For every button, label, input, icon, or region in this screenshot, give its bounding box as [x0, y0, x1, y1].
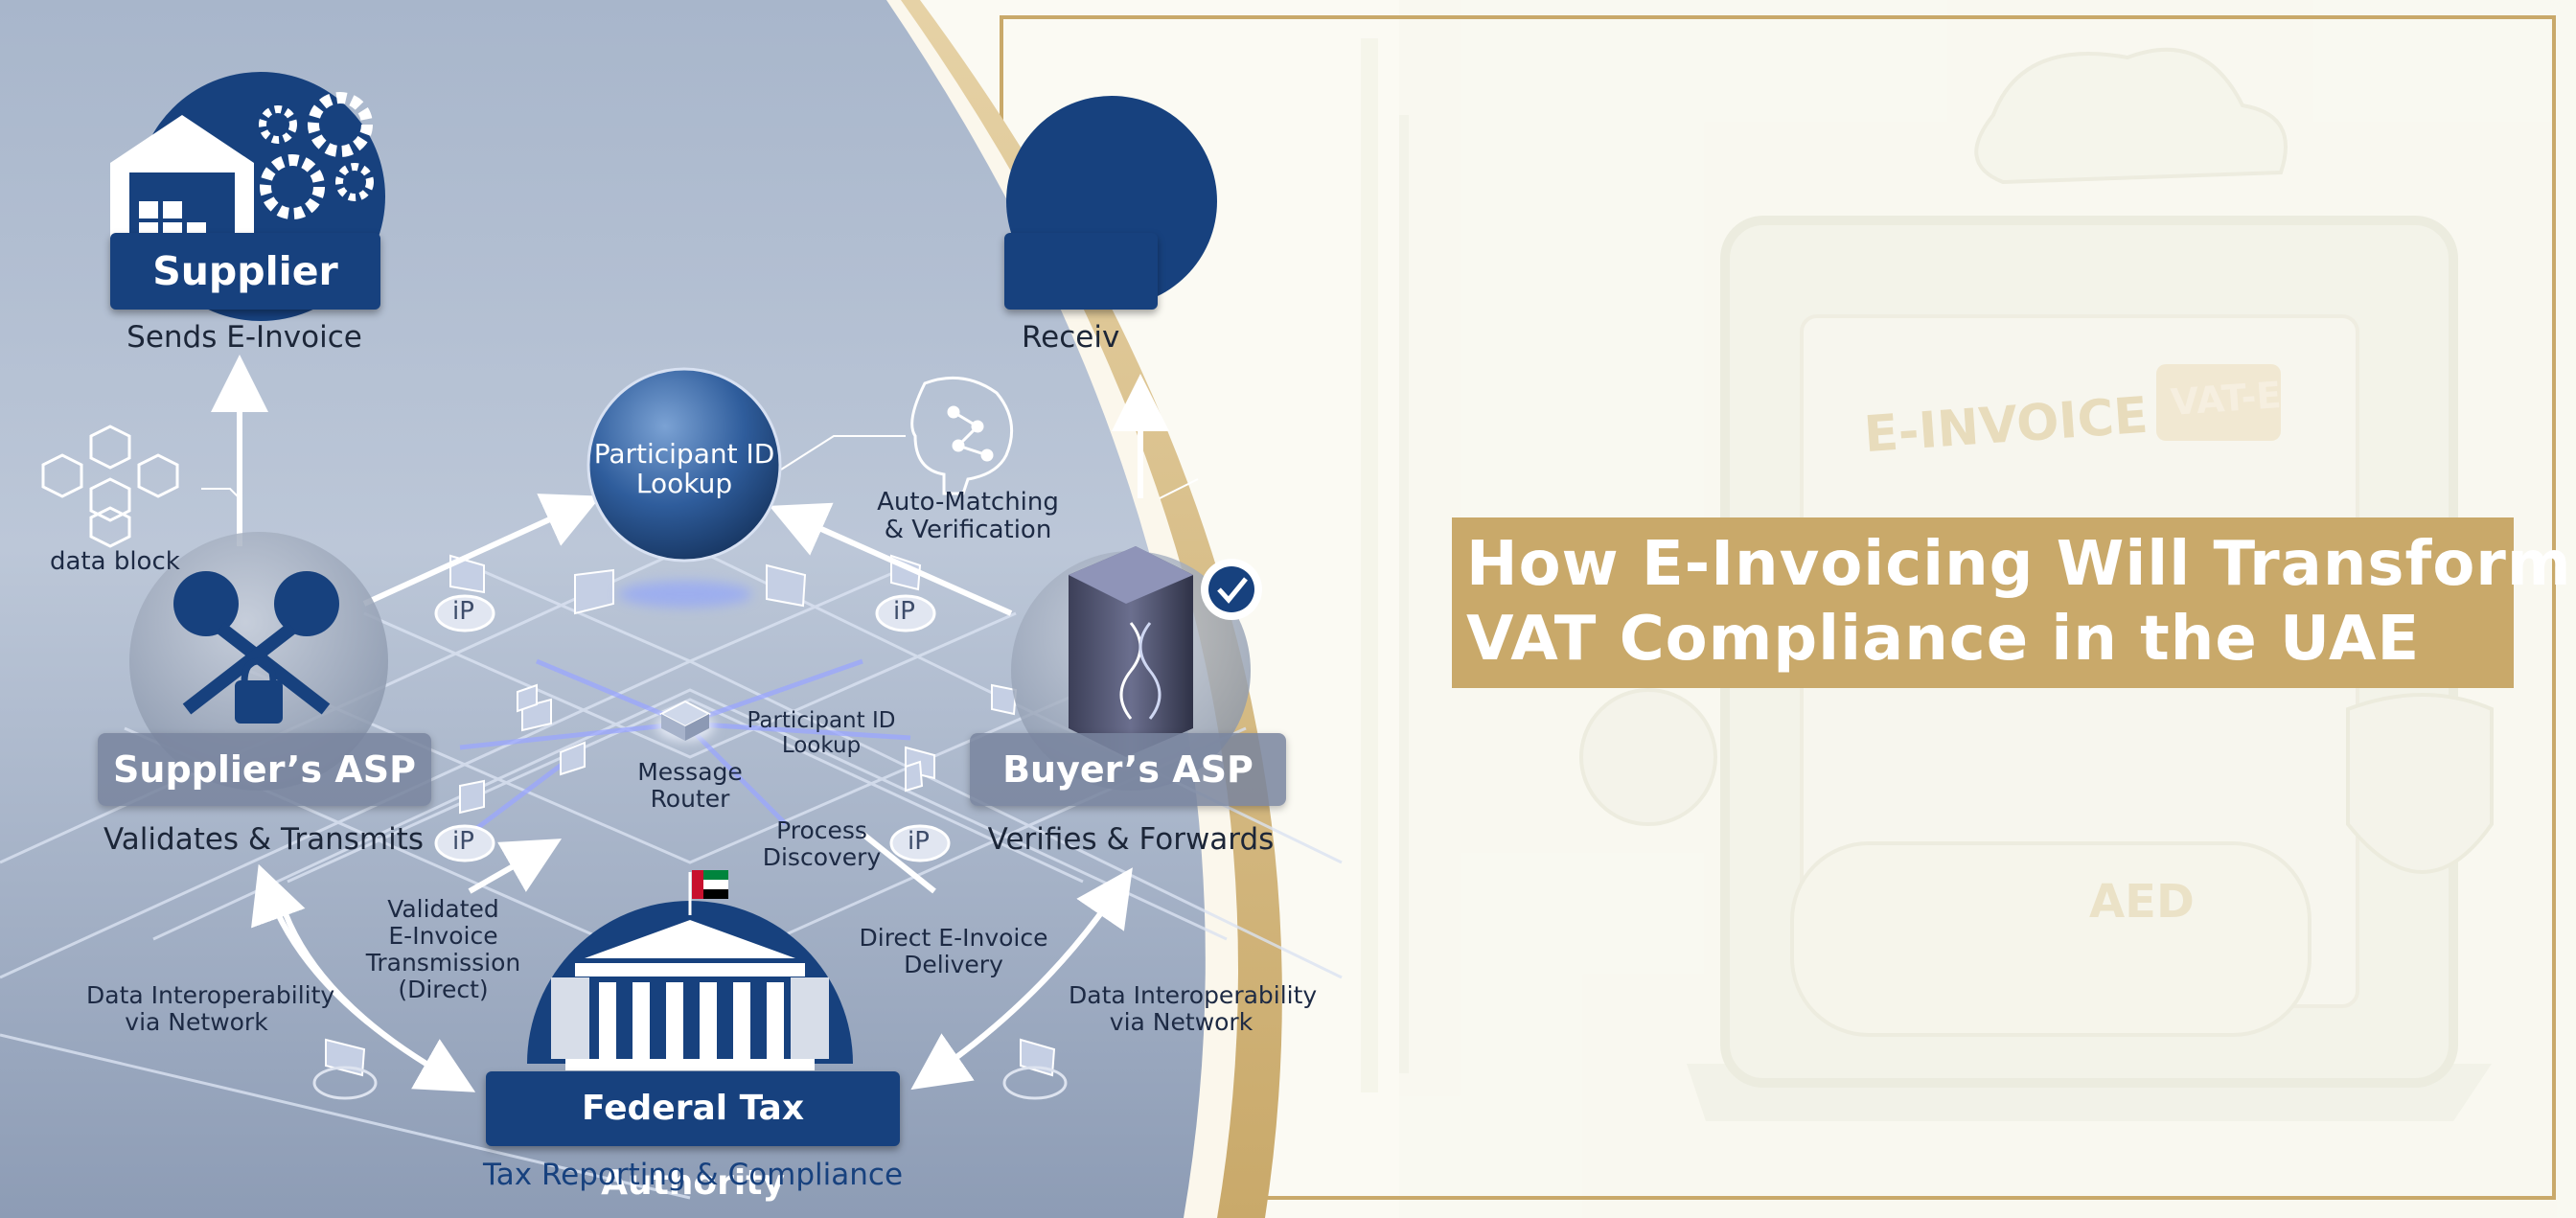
message-router-line2: Router	[650, 785, 730, 813]
direct-delivery-line2: Delivery	[904, 951, 1003, 978]
title-line-2: VAT Compliance in the UAE	[1466, 604, 2421, 675]
validated-line4: (Direct)	[398, 976, 489, 1003]
interop-right-line1: Data Interoperability	[1069, 981, 1318, 1009]
process-discovery-line2: Discovery	[762, 843, 882, 871]
buyer-caption: Receiv	[1022, 320, 1120, 355]
participant-lookup-small-line1: Participant ID	[747, 708, 896, 733]
ip-node	[434, 824, 495, 862]
message-router-line1: Message	[637, 758, 743, 786]
validated-line3: Transmission	[365, 949, 521, 977]
participant-lookup-label: Participant ID Lookup	[588, 439, 780, 499]
buyer-asp-icon	[1011, 546, 1262, 791]
ip-node	[875, 594, 936, 632]
auto-matching-line1: Auto-Matching	[877, 488, 1059, 517]
participant-lookup-line1: Participant ID	[593, 438, 775, 470]
participant-lookup-small-label: Participant ID Lookup	[740, 708, 903, 759]
data-block-label: data block	[50, 547, 180, 576]
participant-lookup-small-line2: Lookup	[781, 732, 862, 758]
process-discovery-label: Process Discovery	[757, 817, 886, 871]
interop-left-line2: via Network	[125, 1008, 268, 1036]
bg-aed-text: AED	[2089, 875, 2195, 929]
ip-node	[434, 594, 495, 632]
data-block-icon	[41, 425, 179, 548]
interop-left-line1: Data Interoperability	[86, 981, 335, 1009]
supplier-asp-banner: Supplier’s ASP	[98, 733, 431, 806]
fta-building-icon	[527, 872, 853, 1070]
supplier-banner: Supplier	[110, 233, 380, 310]
interop-left-label: Data Interoperability via Network	[86, 981, 335, 1036]
flow-arrows	[211, 355, 1169, 1092]
validated-line1: Validated	[387, 895, 499, 923]
supplier-caption: Sends E-Invoice	[126, 320, 362, 355]
ip-label: iP	[452, 827, 474, 856]
ground-ring	[312, 1066, 378, 1100]
buyer-asp-banner: Buyer’s ASP	[970, 733, 1286, 806]
fta-caption: Tax Reporting & Compliance	[482, 1158, 904, 1192]
ai-brain-icon	[910, 376, 1014, 495]
envelope-icons	[325, 554, 1056, 1077]
page-title: How E-Invoicing Will Transform VAT Compl…	[1452, 517, 2572, 688]
message-router-hub	[656, 700, 714, 741]
auto-matching-line2: & Verification	[884, 516, 1052, 545]
connector-lines	[201, 435, 1199, 499]
ip-label: iP	[908, 827, 930, 856]
direct-delivery-label: Direct E-Invoice Delivery	[858, 925, 1049, 978]
ip-label: iP	[893, 597, 915, 626]
validated-line2: E-Invoice	[388, 922, 498, 950]
interop-right-line2: via Network	[1109, 1008, 1254, 1036]
message-router-label: Message Router	[623, 759, 757, 813]
ip-node	[889, 824, 951, 862]
title-line-1: How E-Invoicing Will Transform	[1466, 529, 2572, 600]
buyer-banner	[1004, 233, 1158, 310]
buyer-asp-caption: Verifies & Forwards	[987, 822, 1275, 857]
ip-label: iP	[452, 597, 474, 626]
ground-ring	[1002, 1066, 1068, 1100]
participant-lookup-sphere	[586, 367, 782, 608]
supplier-asp-icon	[129, 532, 388, 791]
auto-matching-label: Auto-Matching & Verification	[877, 488, 1059, 545]
participant-lookup-line2: Lookup	[635, 468, 733, 500]
validated-transmission-label: Validated E-Invoice Transmission (Direct…	[359, 896, 527, 1003]
bg-vat-text: VAT-E	[2169, 374, 2283, 424]
supplier-asp-caption: Validates & Transmits	[104, 822, 424, 857]
interop-right-label: Data Interoperability via Network	[1069, 981, 1318, 1036]
process-discovery-line1: Process	[776, 816, 867, 844]
uae-flag-icon	[692, 870, 728, 899]
fta-banner: Federal Tax Authority	[486, 1071, 900, 1203]
direct-delivery-line1: Direct E-Invoice	[859, 924, 1048, 952]
